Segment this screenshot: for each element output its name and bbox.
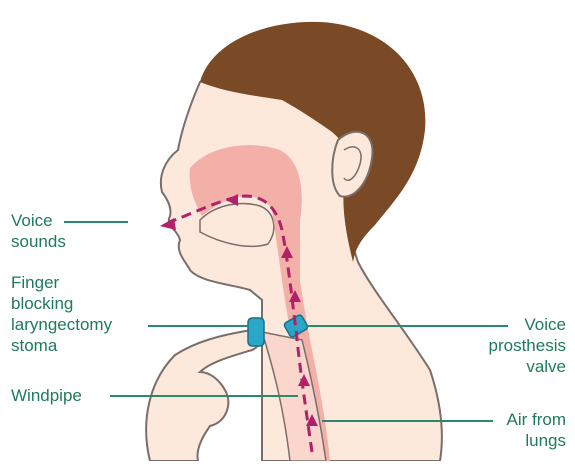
label-voice-prosthesis-valve: Voice prosthesis valve [489, 314, 566, 377]
stoma-valve-icon [248, 318, 264, 346]
label-windpipe-line-1: Windpipe [11, 385, 82, 406]
label-voice-sounds-line-1: Voice [11, 210, 66, 231]
label-voice-prosthesis-valve-line-3: valve [489, 356, 566, 377]
label-voice-sounds: Voice sounds [11, 210, 66, 252]
label-finger-blocking-line-4: stoma [11, 335, 112, 356]
label-finger-blocking-line-2: blocking [11, 293, 112, 314]
label-windpipe: Windpipe [11, 385, 82, 406]
label-finger-blocking-line-1: Finger [11, 272, 112, 293]
label-voice-prosthesis-valve-line-1: Voice [489, 314, 566, 335]
label-air-from-lungs-line-2: lungs [507, 430, 567, 451]
label-voice-sounds-line-2: sounds [11, 231, 66, 252]
label-air-from-lungs: Air from lungs [507, 409, 567, 451]
label-finger-blocking-line-3: laryngectomy [11, 314, 112, 335]
label-air-from-lungs-line-1: Air from [507, 409, 567, 430]
label-finger-blocking: Finger blocking laryngectomy stoma [11, 272, 112, 356]
label-voice-prosthesis-valve-line-2: prosthesis [489, 335, 566, 356]
